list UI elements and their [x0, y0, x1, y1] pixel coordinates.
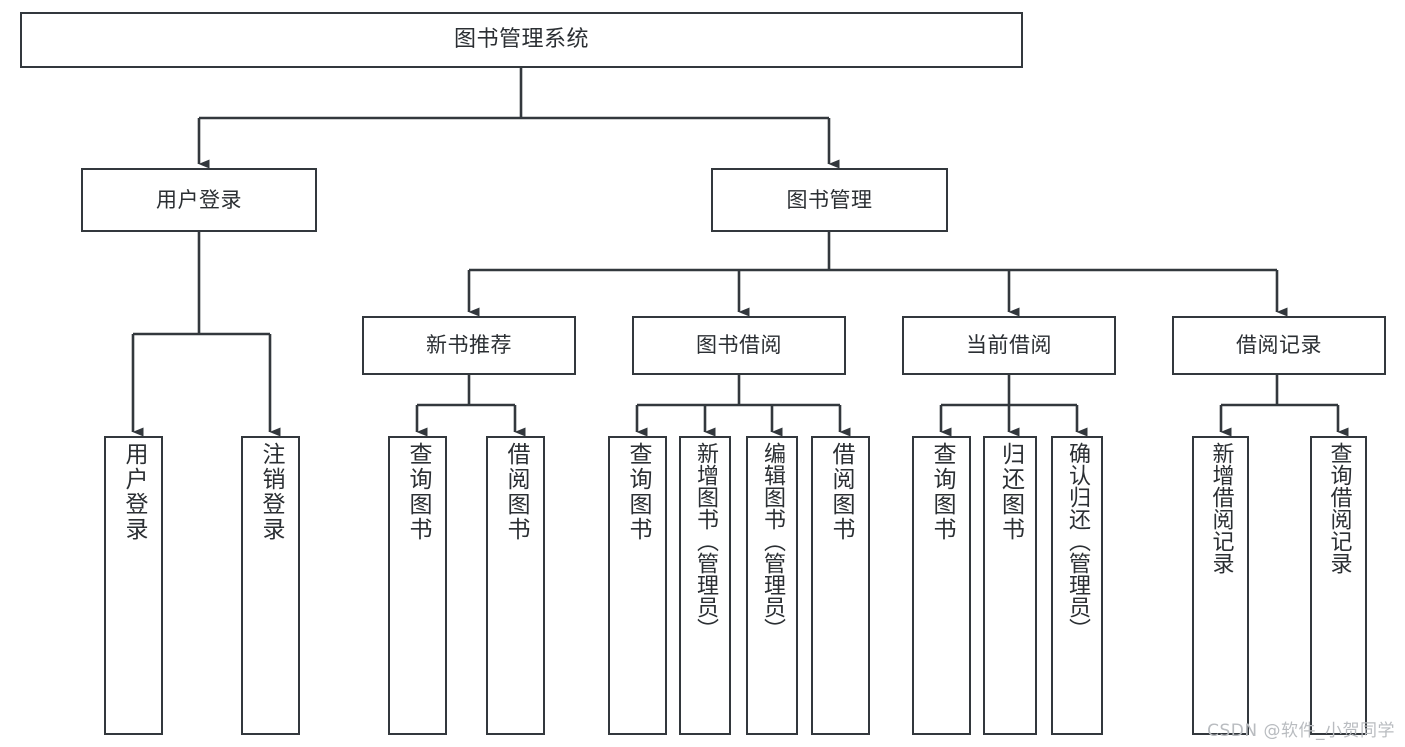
node-new-book-recommend[interactable]: 新书推荐: [362, 316, 576, 375]
node-label: 查询图书: [405, 442, 431, 542]
node-label: 编辑图书（管理员）: [760, 442, 785, 640]
node-leaf-borrow-book-recommend[interactable]: 借阅图书: [486, 436, 545, 735]
node-label: 图书管理: [786, 187, 873, 212]
node-borrow-record[interactable]: 借阅记录: [1172, 316, 1386, 375]
node-book-management[interactable]: 图书管理: [711, 168, 948, 232]
node-leaf-add-book-admin[interactable]: 新增图书（管理员）: [679, 436, 731, 735]
node-label: 新增图书（管理员）: [693, 442, 718, 640]
node-label: 注销登录: [258, 442, 284, 542]
node-current-borrow[interactable]: 当前借阅: [902, 316, 1116, 375]
node-leaf-query-book-current[interactable]: 查询图书: [912, 436, 971, 735]
node-label: 新书推荐: [426, 333, 512, 358]
node-leaf-return-book[interactable]: 归还图书: [983, 436, 1037, 735]
node-leaf-query-book-recommend[interactable]: 查询图书: [388, 436, 447, 735]
node-label: 用户登录: [156, 187, 242, 212]
node-label: 图书管理系统: [453, 27, 589, 53]
node-label: 当前借阅: [966, 333, 1052, 358]
node-label: 查询图书: [625, 442, 651, 542]
node-leaf-edit-book-admin[interactable]: 编辑图书（管理员）: [746, 436, 798, 735]
node-label: 查询图书: [929, 442, 955, 542]
node-label: 借阅图书: [503, 442, 529, 542]
node-book-borrow[interactable]: 图书借阅: [632, 316, 846, 375]
node-user-login[interactable]: 用户登录: [81, 168, 317, 232]
node-label: 借阅图书: [828, 442, 854, 542]
node-label: 借阅记录: [1236, 333, 1322, 358]
node-leaf-query-borrow-record[interactable]: 查询借阅记录: [1310, 436, 1367, 735]
csdn-watermark: CSDN @软件_小贺同学: [1207, 721, 1395, 741]
node-leaf-user-login[interactable]: 用户登录: [104, 436, 163, 735]
node-leaf-query-book-borrow[interactable]: 查询图书: [608, 436, 667, 735]
node-root-book-management-system[interactable]: 图书管理系统: [20, 12, 1023, 68]
node-leaf-add-borrow-record[interactable]: 新增借阅记录: [1192, 436, 1249, 735]
node-label: 查询借阅记录: [1326, 442, 1352, 574]
node-leaf-borrow-book[interactable]: 借阅图书: [811, 436, 870, 735]
node-label: 新增借阅记录: [1208, 442, 1234, 574]
node-leaf-logout[interactable]: 注销登录: [241, 436, 300, 735]
node-label: 确认归还（管理员）: [1065, 442, 1090, 640]
node-label: 图书借阅: [696, 333, 782, 358]
node-label: 用户登录: [121, 442, 147, 542]
node-label: 归还图书: [997, 442, 1024, 542]
node-leaf-confirm-return-admin[interactable]: 确认归还（管理员）: [1051, 436, 1103, 735]
